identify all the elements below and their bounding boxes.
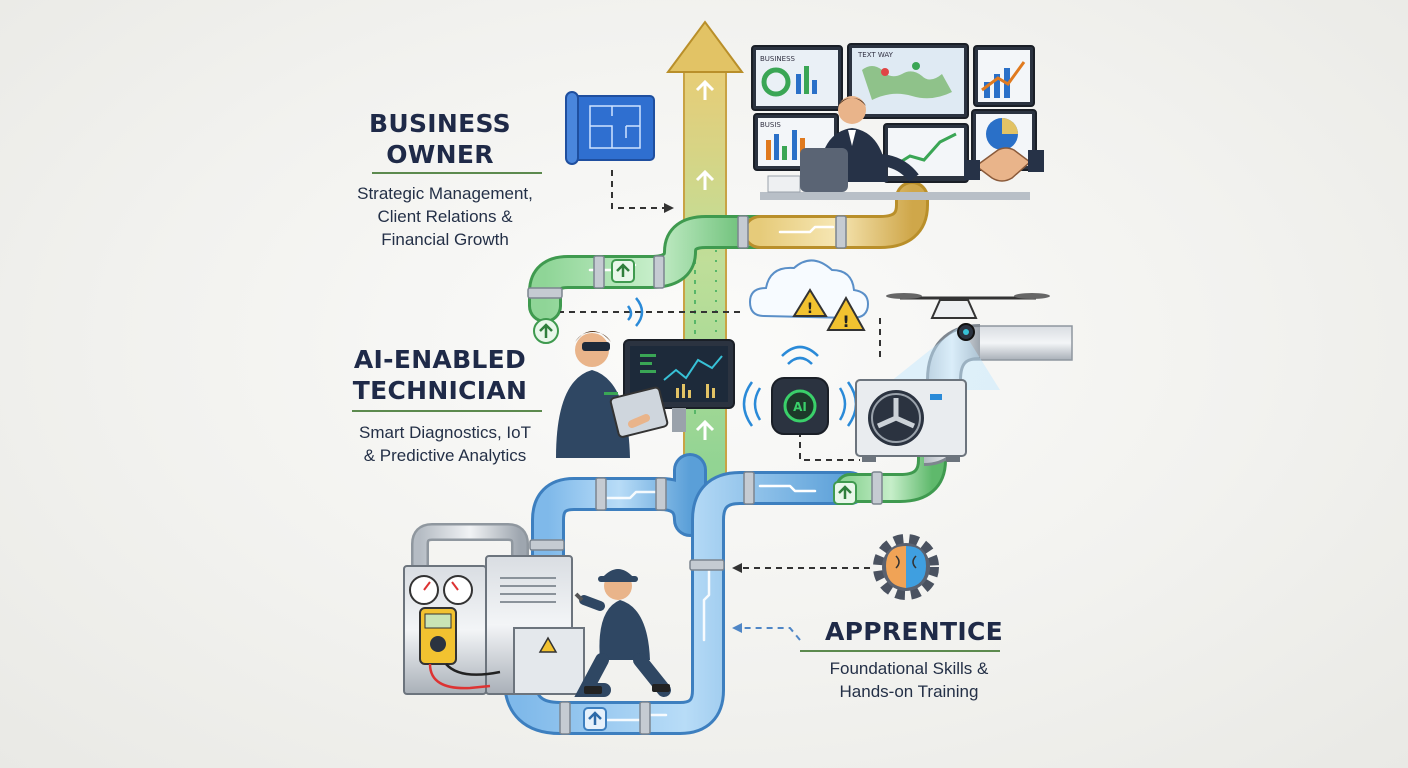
technician-desc: Smart Diagnostics, IoT & Predictive Anal…	[330, 421, 560, 467]
business-owner-title-line1: BUSINESS	[369, 109, 511, 138]
business-owner-title-line2: OWNER	[386, 140, 494, 169]
technician-desc-line1: Smart Diagnostics, IoT	[359, 423, 531, 442]
drone-ac-scene	[855, 293, 1073, 466]
apprentice-desc-line1: Foundational Skills &	[829, 659, 989, 678]
panel-c-label: BUSIS	[760, 121, 781, 129]
business-owner-desc-line3: Financial Growth	[381, 230, 509, 249]
apprentice-block: APPRENTICE	[808, 616, 1020, 647]
apprentice-desc: Foundational Skills & Hands-on Training	[798, 657, 1020, 703]
business-dashboard-scene: BUSINESS TEXT WAY BUSIS	[751, 43, 1044, 200]
pipe-joints	[527, 215, 883, 735]
ai-chip-label: AI	[793, 400, 807, 414]
technician-title-line1: AI-ENABLED	[353, 345, 527, 374]
svg-text:!: !	[807, 301, 813, 317]
technician-desc-line2: & Predictive Analytics	[363, 446, 527, 465]
business-owner-desc: Strategic Management, Client Relations &…	[340, 182, 550, 251]
business-owner-desc-line2: Client Relations &	[377, 207, 513, 226]
panel-b-label: TEXT WAY	[857, 51, 894, 59]
technician-title-line2: TECHNICIAN	[352, 376, 528, 405]
svg-text:!: !	[842, 312, 849, 331]
apprentice-desc-line2: Hands-on Training	[839, 682, 979, 701]
apprentice-divider	[800, 650, 1000, 652]
apprentice-equipment-scene	[403, 523, 671, 697]
business-pipe	[743, 181, 929, 249]
apprentice-pipe	[503, 453, 867, 735]
cloud-warning-scene: ! !	[748, 259, 870, 331]
ai-sensor-chip: AI	[742, 345, 858, 435]
connector-arrowheads	[664, 203, 742, 633]
panel-a-label: BUSINESS	[760, 55, 796, 63]
upward-arrow-badges	[533, 259, 857, 731]
technician-block: AI-ENABLED TECHNICIAN	[340, 344, 540, 406]
apprentice-title: APPRENTICE	[824, 617, 1004, 646]
central-rising-arrow	[666, 20, 744, 501]
warning-icon	[792, 288, 828, 317]
warning-icon-2	[826, 295, 866, 331]
technician-scene	[556, 297, 735, 458]
business-owner-desc-line1: Strategic Management,	[357, 184, 533, 203]
business-owner-block: BUSINESS OWNER	[340, 108, 540, 170]
technician-divider	[352, 410, 542, 412]
brain-gear-icon	[873, 534, 939, 600]
business-owner-divider	[372, 172, 542, 174]
blueprint-icon	[565, 91, 655, 165]
